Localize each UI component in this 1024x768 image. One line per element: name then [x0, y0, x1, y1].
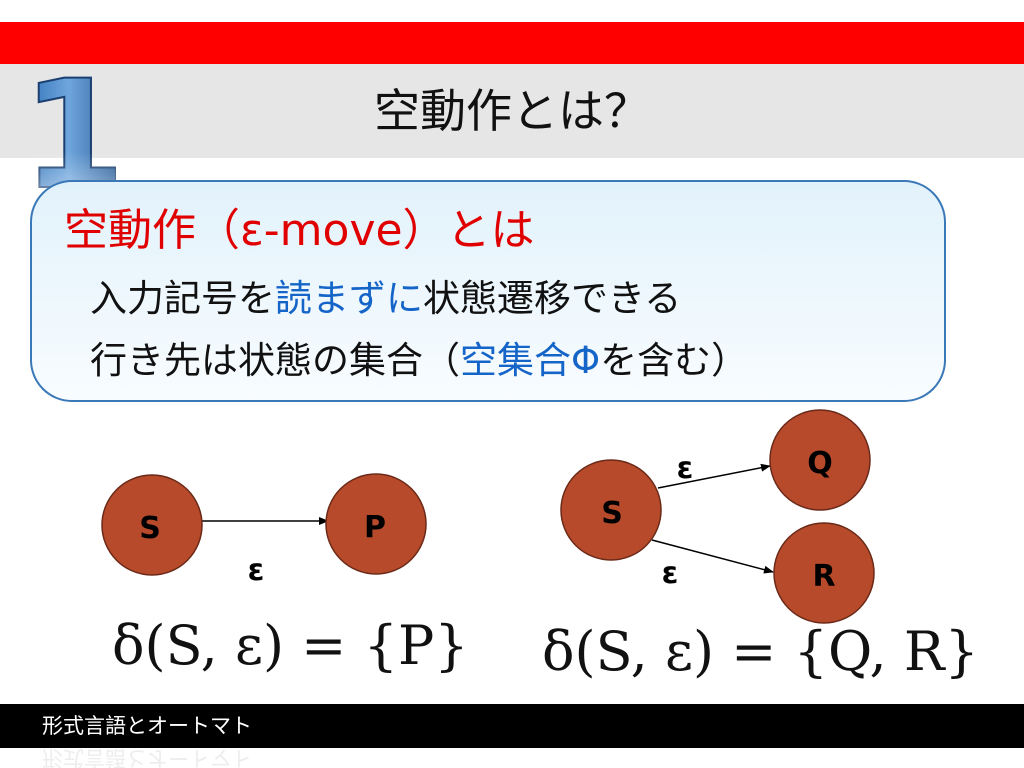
- definition-box: [30, 180, 946, 402]
- title-band: [0, 64, 1024, 158]
- footer-bar: [0, 704, 1024, 748]
- state-node-s2: [560, 459, 662, 561]
- line2-text-before: 行き先は状態の集合（: [90, 339, 460, 382]
- diagram-1: S P ε: [101, 473, 427, 588]
- line2-highlight: 空集合Φ: [460, 339, 601, 382]
- state-node-q: [769, 409, 871, 511]
- diagram-2: S Q R ε ε: [560, 409, 875, 624]
- state-node-p: [325, 473, 427, 575]
- definition-heading: 空動作（ε-move）とは: [64, 205, 535, 256]
- slide-title: 空動作とは？: [374, 84, 650, 138]
- state-label-s1: S: [139, 511, 161, 546]
- transition-formula-2: δ(S, ε) = {Q, R}: [542, 620, 979, 683]
- line1-highlight: 読まずに: [275, 277, 423, 320]
- footer-reflection: 形式言語とオートマト: [42, 748, 342, 768]
- line1-text-before: 入力記号を: [90, 277, 275, 320]
- transition-arrow-s-to-q: [657, 463, 771, 489]
- header-red-band: [0, 22, 1024, 64]
- footer-course-title: 形式言語とオートマト: [42, 714, 252, 738]
- state-label-p: P: [364, 510, 386, 545]
- edge-label-epsilon-1: ε: [248, 553, 265, 588]
- state-label-s2: S: [601, 496, 623, 531]
- state-node-r: [773, 522, 875, 624]
- edge-label-epsilon-lower: ε: [662, 556, 679, 591]
- definition-line-1: 入力記号を読まずに状態遷移できる: [90, 268, 681, 322]
- transition-arrow-s-to-r: [651, 539, 774, 574]
- state-label-q: Q: [807, 446, 833, 481]
- edge-label-epsilon-upper: ε: [677, 451, 694, 486]
- footer-reflection-text: 形式言語とオートマト: [42, 748, 252, 768]
- line2-text-after: を含む）: [600, 339, 749, 382]
- state-label-r: R: [812, 559, 835, 594]
- transition-formula-1: δ(S, ε) = {P}: [112, 614, 469, 677]
- line1-text-after: 状態遷移できる: [423, 277, 682, 320]
- definition-line-2: 行き先は状態の集合（空集合Φを含む）: [90, 330, 748, 384]
- state-node-s1: [101, 474, 203, 576]
